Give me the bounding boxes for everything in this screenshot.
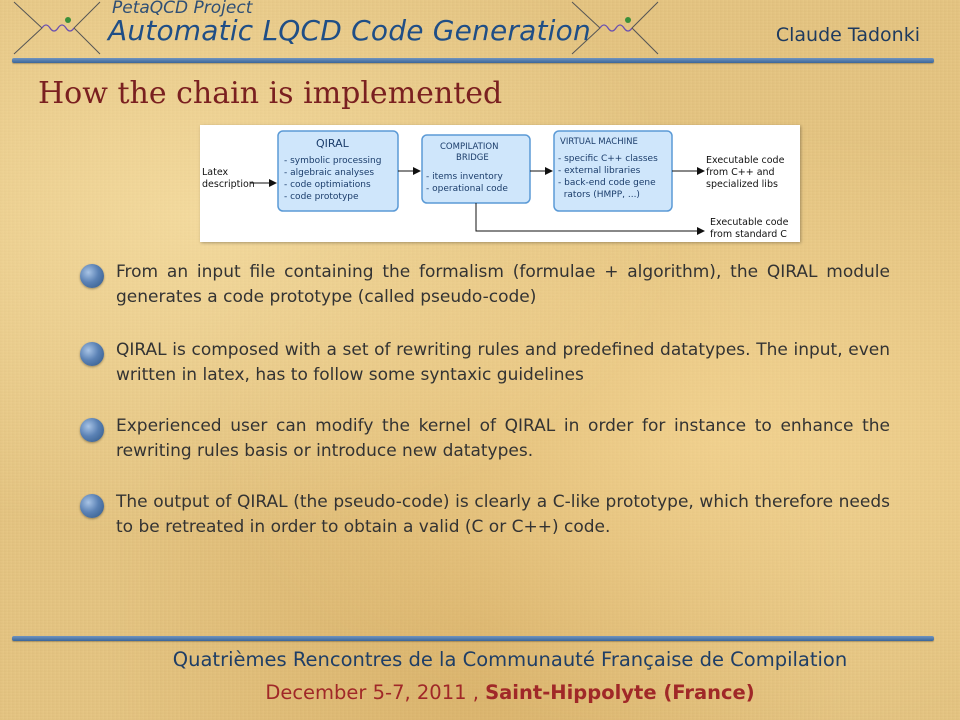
deck-title: Automatic LQCD Code Generation: [108, 14, 591, 47]
diagram-input-label: description: [202, 179, 255, 190]
vm-box-title: VIRTUAL MACHINE: [560, 137, 638, 147]
feynman-diagram-right-icon: [571, 1, 659, 55]
conference-dates: December 5-7, 2011 ,: [265, 681, 479, 704]
qiral-box-line: - algebraic analyses: [284, 168, 374, 178]
header-rule: [12, 58, 934, 63]
vm-box-line: - back-end code gene: [558, 178, 656, 188]
bullet-icon: [80, 494, 104, 518]
qiral-box-line: - code optimiations: [284, 180, 371, 190]
output-cpp-label: Executable code: [706, 155, 785, 166]
conference-place: Saint-Hippolyte (France): [485, 681, 755, 704]
bridge-box-title: BRIDGE: [456, 153, 489, 163]
process-chain-diagram: Latex description QIRAL - symbolic proce…: [200, 125, 800, 242]
bullet-icon: [80, 342, 104, 366]
output-c-label: Executable code: [710, 217, 789, 228]
conference-name: Quatrièmes Rencontres de la Communauté F…: [172, 648, 848, 671]
footer-rule: [12, 636, 934, 641]
bridge-box-line: - operational code: [426, 184, 508, 194]
conference-date-place: December 5-7, 2011 , Saint-Hippolyte (Fr…: [0, 681, 960, 704]
bridge-box-line: - items inventory: [426, 172, 503, 182]
bullet-text: From an input file containing the formal…: [116, 262, 890, 307]
bullet-icon: [80, 418, 104, 442]
output-cpp-label: specialized libs: [706, 179, 778, 190]
vm-box-line: - specific C++ classes: [558, 154, 658, 164]
feynman-diagram-left-icon: [13, 1, 101, 55]
qiral-box-line: - symbolic processing: [284, 156, 381, 166]
bullet-text: The output of QIRAL (the pseudo-code) is…: [116, 492, 890, 537]
bullet-icon: [80, 264, 104, 288]
bridge-box-title: COMPILATION: [440, 142, 498, 152]
output-cpp-label: from C++ and: [706, 167, 775, 178]
bullet-text: QIRAL is composed with a set of rewritin…: [116, 340, 890, 385]
bullet-text: Experienced user can modify the kernel o…: [116, 416, 890, 461]
qiral-box-line: - code prototype: [284, 192, 359, 202]
qiral-box-title: QIRAL: [316, 137, 350, 150]
output-c-label: from standard C: [710, 229, 787, 240]
vm-box-line: - external libraries: [558, 166, 641, 176]
slide-title: How the chain is implemented: [38, 76, 503, 111]
diagram-input-label: Latex: [202, 167, 229, 178]
vm-box-line: rators (HMPP, ...): [558, 190, 640, 200]
project-name: PetaQCD Project: [112, 0, 253, 18]
author-name: Claude Tadonki: [775, 24, 920, 46]
